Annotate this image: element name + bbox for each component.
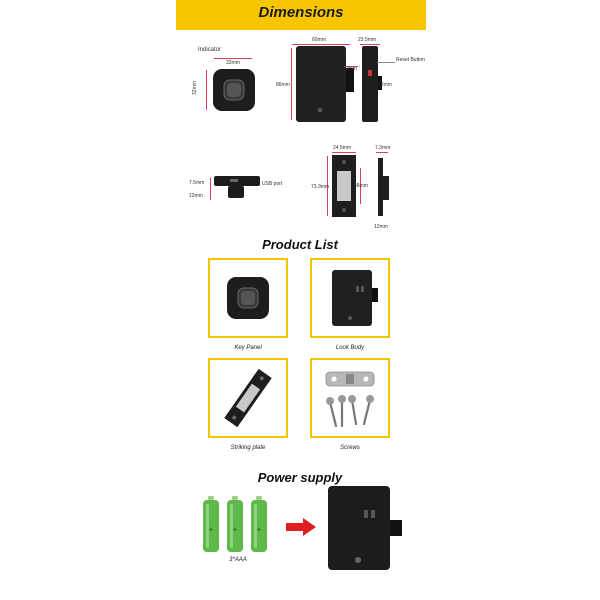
dim-line-plate-thickness [376, 152, 388, 153]
body-width-label: 60mm [312, 37, 326, 43]
dim-line-plate-inner [360, 168, 361, 204]
plate-height-label: 73.3mm [311, 184, 330, 190]
svg-text:+: + [257, 527, 261, 534]
product-list-title: Product List [262, 237, 338, 252]
dim-line-panel-height [206, 70, 207, 110]
product-caption-key-panel: Key Panel [234, 345, 262, 351]
title-banner [176, 0, 426, 30]
dim-line-body-depth [360, 44, 380, 45]
reset-button-leader [377, 62, 395, 63]
aaa-batteries-icon: + + + [203, 496, 273, 554]
banner-title: Dimensions [258, 4, 344, 21]
power-supply-title: Power supply [257, 470, 343, 485]
key-panel-height-label: 32mm [191, 81, 198, 95]
body-slot-label: 12mm [343, 66, 357, 72]
product-caption-screws: Screws [340, 445, 360, 451]
striking-plate-side-icon [378, 158, 390, 216]
battery-label: 3*AAA [229, 557, 247, 563]
side-offset-label: 12mm [378, 82, 392, 88]
dim-line-body-width [292, 44, 350, 45]
product-card-lock-body [310, 258, 390, 338]
reset-button-label: Reset Button [396, 57, 425, 63]
usb-knob-label: 12mm [189, 193, 203, 199]
dim-line-plate-width [332, 152, 356, 153]
dim-line-usb [210, 178, 211, 200]
dim-line-plate-height [327, 156, 328, 216]
arrow-right-icon [286, 518, 316, 536]
lock-body-battery-icon [328, 486, 404, 570]
screws-icon [325, 371, 375, 428]
svg-text:+: + [233, 527, 237, 534]
indicator-label: Indicator [198, 47, 222, 53]
dim-line-body-slot [344, 66, 358, 67]
usb-port-label: USB port [262, 181, 283, 187]
plate-bottom-label: 12mm [374, 224, 388, 230]
plate-inner-label: 58mm [354, 183, 368, 189]
striking-plate-front-icon [332, 155, 356, 217]
product-card-striking-plate [208, 358, 288, 438]
dim-line-panel-width [214, 58, 252, 59]
striking-plate-icon [224, 368, 272, 428]
key-panel-side-icon [214, 174, 260, 200]
key-panel-front-icon [212, 68, 256, 112]
body-depth-label: 23.5mm [358, 37, 377, 43]
usb-thickness-label: 7.5mm [189, 180, 205, 186]
lock-body-icon [332, 270, 378, 326]
product-card-screws [310, 358, 390, 438]
lock-body-front-icon [296, 46, 356, 122]
product-caption-striking-plate: Striking plate [230, 445, 266, 451]
plate-thickness-label: 7.3mm [375, 145, 391, 151]
svg-text:+: + [209, 527, 213, 534]
body-height-label: 86mm [276, 82, 290, 88]
key-panel-width-label: 32mm [226, 60, 240, 66]
key-panel-icon [227, 277, 269, 319]
product-card-key-panel [208, 258, 288, 338]
dim-line-body-height [291, 48, 292, 120]
product-caption-lock-body: Look Body [335, 345, 365, 351]
lock-body-side-icon [362, 46, 382, 122]
plate-width-label: 24.5mm [333, 145, 352, 151]
